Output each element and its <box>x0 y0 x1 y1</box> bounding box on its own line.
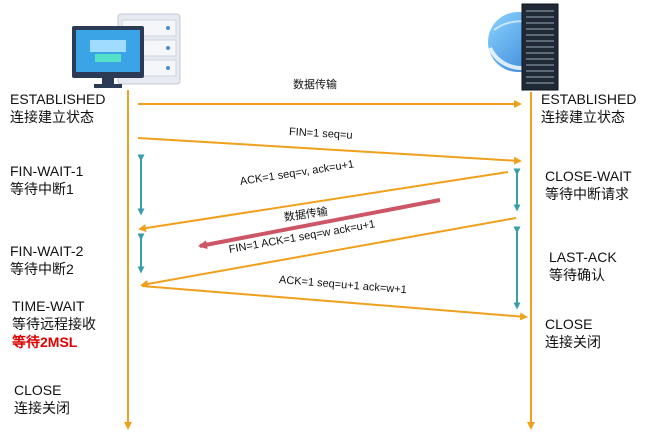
server-state-close-wait: CLOSE-WAIT 等待中断请求 <box>545 167 632 203</box>
ack-1-arrow <box>138 171 509 233</box>
ack-2-arrow <box>141 285 528 321</box>
state-description: 等待确认 <box>549 267 605 283</box>
state-name: CLOSE <box>14 382 62 398</box>
server-state-last-ack: LAST-ACK 等待确认 <box>549 248 617 284</box>
state-description: 等待中断请求 <box>545 186 629 202</box>
client-state-fin-wait-2: FIN-WAIT-2 等待中断2 <box>10 242 83 278</box>
state-msl-note: 等待2MSL <box>12 334 78 350</box>
desktop-computer-icon <box>72 13 181 88</box>
client-state-closed: CLOSE 连接关闭 <box>14 381 70 417</box>
state-name: ESTABLISHED <box>10 91 106 107</box>
message-data-transfer-1: 数据传输 <box>293 79 337 91</box>
data-transfer-arrow-2 <box>198 198 441 250</box>
state-description: 等待中断1 <box>10 181 74 197</box>
state-name: CLOSE-WAIT <box>545 168 632 184</box>
server-with-globe-icon <box>488 3 559 91</box>
client-state-established: ESTABLISHED 连接建立状态 <box>10 90 105 126</box>
state-description: 连接建立状态 <box>10 109 94 125</box>
state-description: 连接关闭 <box>14 400 70 416</box>
server-state-closed: CLOSE 连接关闭 <box>545 315 601 351</box>
server-state-established: ESTABLISHED 连接建立状态 <box>541 90 636 126</box>
state-name: CLOSE <box>545 316 593 332</box>
state-name: FIN-WAIT-2 <box>10 243 84 259</box>
state-name: ESTABLISHED <box>541 91 637 107</box>
state-description: 等待远程接收 <box>12 316 96 332</box>
state-description: 等待中断2 <box>10 261 74 277</box>
state-description: 连接建立状态 <box>541 109 625 125</box>
fin-2-arrow <box>140 217 517 288</box>
state-name: FIN-WAIT-1 <box>10 163 84 179</box>
state-name: TIME-WAIT <box>12 298 85 314</box>
client-state-time-wait: TIME-WAIT 等待远程接收 等待2MSL <box>12 297 96 351</box>
state-name: LAST-ACK <box>549 249 617 265</box>
client-state-fin-wait-1: FIN-WAIT-1 等待中断1 <box>10 162 83 198</box>
fin-1-arrow <box>137 137 522 165</box>
state-description: 连接关闭 <box>545 334 601 350</box>
